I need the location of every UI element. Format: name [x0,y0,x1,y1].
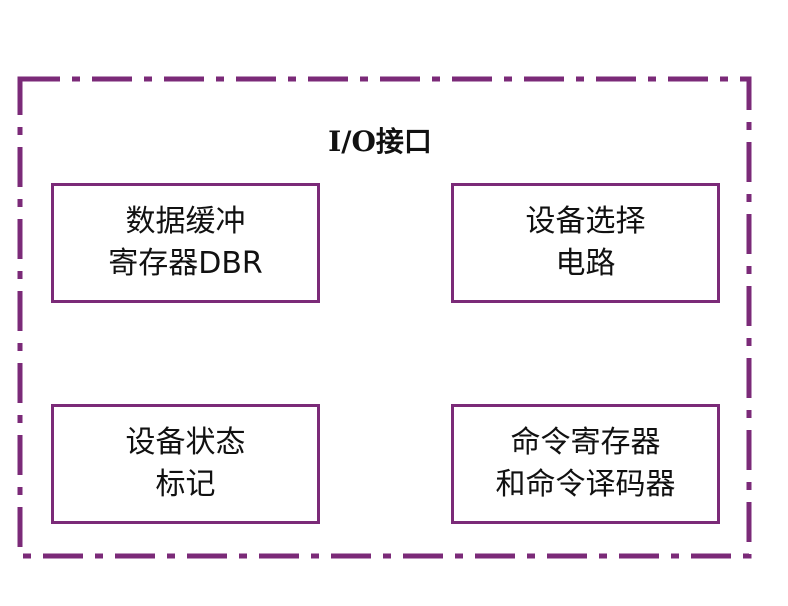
command-register-decoder-box: 命令寄存器 和命令译码器 [451,404,720,524]
data-buffer-register-label-line2: 寄存器DBR [108,246,263,281]
data-buffer-register-label-line1: 数据缓冲 [125,204,246,239]
device-select-circuit-label-line2: 电路 [555,246,616,281]
device-status-flag-label-line1: 设备状态 [125,425,246,460]
device-status-flag-label-line2: 标记 [155,467,216,502]
device-select-circuit-box: 设备选择 电路 [451,183,720,303]
command-register-decoder-label-line2: 和命令译码器 [495,467,676,502]
diagram-title: I/O接口 [328,125,432,158]
command-register-decoder-label-line1: 命令寄存器 [510,425,661,460]
data-buffer-register-box: 数据缓冲 寄存器DBR [51,183,320,303]
device-select-circuit-label-line1: 设备选择 [525,204,646,239]
device-status-flag-box: 设备状态 标记 [51,404,320,524]
